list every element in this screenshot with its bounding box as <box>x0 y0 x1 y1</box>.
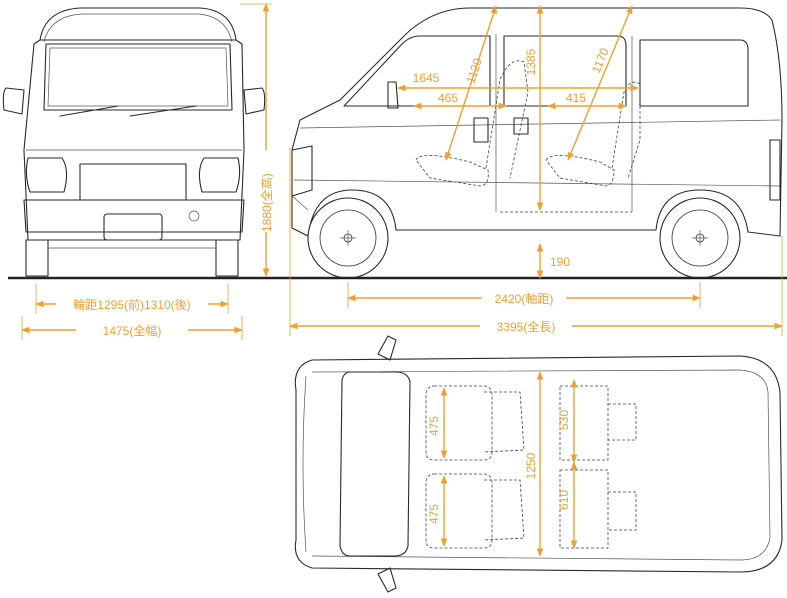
label-rear-headroom: 1170 <box>589 46 612 75</box>
label-rear-seat-length: 415 <box>566 91 586 105</box>
label-interior-length: 1645 <box>413 71 440 85</box>
label-front-seat-length: 465 <box>438 91 458 105</box>
dim-front-headroom <box>445 5 497 161</box>
label-rear-seat-width-upper: 530 <box>557 410 571 430</box>
side-view-vehicle <box>291 7 783 279</box>
label-tread: 輪距1295(前)1310(後) <box>73 297 190 312</box>
label-interior-height: 1385 <box>524 48 538 75</box>
label-ground-clearance: 190 <box>550 255 570 269</box>
dimension-lines <box>21 3 783 557</box>
top-view-vehicle <box>294 335 783 593</box>
label-overall-height: 1880(全高) <box>259 173 274 232</box>
front-view-vehicle <box>2 7 266 277</box>
label-front-headroom: 1120 <box>464 56 485 85</box>
label-overall-length: 3395(全長) <box>497 319 556 334</box>
label-wheelbase: 2420(軸距) <box>495 292 554 306</box>
label-front-seat-width-lower: 475 <box>427 504 441 524</box>
label-rear-seat-width-lower: 610 <box>557 490 571 510</box>
label-front-seat-width-upper: 475 <box>427 416 441 436</box>
label-overall-width: 1475(全幅) <box>103 323 162 338</box>
dimension-labels: 1880(全高) 輪距1295(前)1310(後) 1475(全幅) 1645 … <box>56 46 612 524</box>
dim-rear-headroom <box>567 5 633 161</box>
label-interior-width: 1250 <box>524 452 538 479</box>
